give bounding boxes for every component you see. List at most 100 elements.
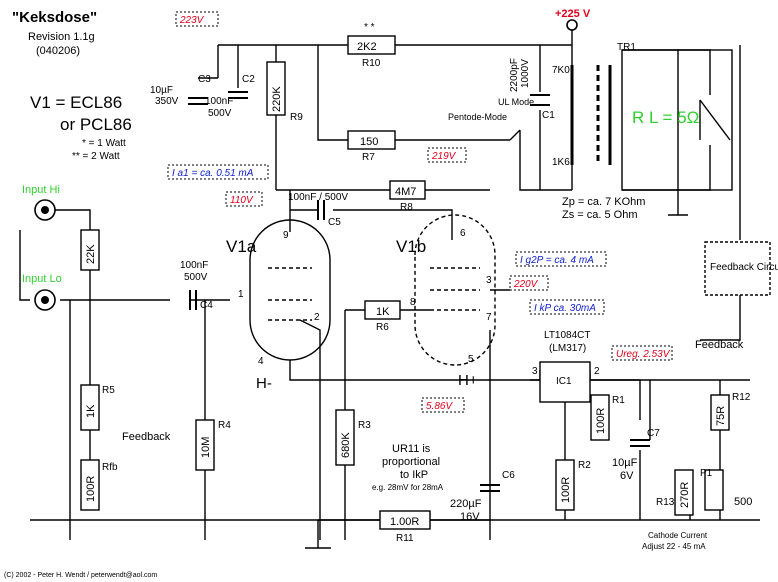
tr1-label: TR1	[617, 42, 636, 53]
c2-v: 500V	[208, 108, 232, 119]
p1-val: 500	[734, 496, 752, 508]
pin-7: 7	[486, 312, 492, 323]
current-ia: I a1 = ca. 0.51 mA	[172, 168, 254, 179]
cathode-note-1: Cathode Current	[648, 531, 708, 540]
r2-val: 100R	[560, 477, 572, 503]
c7-val: 10µF	[612, 457, 638, 469]
r4-ref: R4	[218, 420, 231, 431]
copyright: (C) 2002 - Peter H. Wendt / peterwendt@a…	[4, 572, 157, 579]
rfb-body	[80, 459, 100, 511]
r9-body	[266, 61, 286, 116]
c7-v: 6V	[620, 470, 634, 482]
r12-body	[710, 394, 730, 431]
c5-val: 100nF / 500V	[288, 192, 348, 203]
c1-val: 2200pF	[509, 58, 520, 92]
r5-body	[80, 384, 100, 431]
tap-7k0: 7K0	[552, 65, 570, 76]
pentode-mode: Pentode-Mode	[448, 112, 507, 122]
title: "Keksdose"	[12, 9, 97, 26]
ic-pin-3: 3	[532, 366, 538, 377]
r10-body	[347, 35, 396, 55]
c3-ref: C3	[198, 74, 211, 85]
tap-1k6: 1K6	[552, 157, 570, 168]
zp: Zp = ca. 7 KOhm	[562, 196, 645, 208]
c4-val: 100nF	[180, 260, 208, 271]
r6-body	[364, 300, 401, 320]
pin-4: 4	[258, 356, 264, 367]
note-2w: ** = 2 Watt	[72, 151, 120, 162]
rin-body	[80, 229, 100, 271]
pin-1: 1	[238, 289, 244, 300]
r9-val: 220K	[271, 86, 283, 112]
c6-plates	[480, 484, 500, 492]
ureg: Ureg. 2.53V	[616, 349, 671, 360]
date-code: (040206)	[36, 45, 80, 57]
pin-5: 5	[468, 354, 474, 365]
supply-terminal	[566, 19, 578, 31]
c4-plates	[189, 290, 197, 310]
tube-line1: V1 = ECL86	[30, 93, 122, 112]
load-box	[621, 49, 733, 191]
c4-ref: C4	[200, 300, 213, 311]
c5-plates	[317, 200, 325, 220]
v223: 223V	[179, 15, 205, 26]
r13-body	[674, 469, 694, 516]
c1-plates	[530, 94, 550, 106]
r6-val: 1K	[376, 306, 390, 318]
r7-val: 150	[360, 136, 378, 148]
note-ur11-4: e.g. 28mV for 28mA	[372, 483, 444, 492]
ic1-body	[539, 361, 591, 403]
c5-ref: C5	[328, 217, 341, 228]
note-ur11-2: proportional	[382, 456, 440, 468]
r13-val: 270R	[679, 482, 691, 508]
r12-val: 75R	[715, 406, 727, 426]
r10-ref: R10	[362, 58, 381, 69]
supply-label: +225 V	[555, 8, 591, 20]
c7-plates	[630, 439, 650, 447]
h-minus: H-	[256, 375, 272, 392]
c7-ref: C7	[647, 428, 660, 439]
note-ur11-3: to IkP	[400, 469, 428, 481]
r3-body	[335, 409, 355, 466]
zs: Zs = ca. 5 Ohm	[562, 209, 638, 221]
c4-v: 500V	[184, 272, 208, 283]
c6-ref: C6	[502, 470, 515, 481]
r8-val: 4M7	[395, 186, 416, 198]
v1b-label: V1b	[396, 237, 426, 256]
pin-9: 9	[283, 230, 289, 241]
v110: 110V	[230, 195, 254, 206]
ic-pin-2: 2	[594, 366, 600, 377]
note-1w: * = 1 Watt	[82, 138, 126, 149]
c6-v: 16V	[460, 511, 480, 523]
r6-ref: R6	[376, 322, 389, 333]
rin-val: 22K	[85, 244, 97, 264]
note-ur11-1: UR11 is	[392, 443, 431, 455]
r1-ref: R1	[612, 395, 625, 406]
rfb-val: 100R	[85, 476, 97, 502]
r10-star: * *	[364, 22, 375, 33]
r4-body	[195, 419, 215, 471]
pin-3: 3	[486, 275, 492, 286]
p1-ref: P1	[700, 468, 713, 479]
rfb-ref: Rfb	[102, 462, 118, 473]
r7-ref: R7	[362, 152, 375, 163]
r3-val: 680K	[340, 432, 352, 458]
h-plus: H+	[458, 372, 478, 389]
feedback-left: Feedback	[122, 431, 171, 443]
current-ik: I kP ca. 30mA	[534, 303, 596, 314]
current-ig2: I g2P = ca. 4 mA	[520, 255, 594, 266]
r11-val: 1.00R	[390, 516, 419, 528]
r8-ref: R8	[400, 202, 413, 213]
v220: 220V	[513, 279, 539, 290]
c1-v: 1000V	[520, 59, 531, 88]
r9-ref: R9	[290, 112, 303, 123]
c3-plates	[188, 97, 208, 105]
r1-val: 100R	[595, 408, 607, 434]
c6-val: 220µF	[450, 498, 482, 510]
p1-body	[704, 469, 724, 511]
pin-8: 8	[410, 297, 416, 308]
r8-body	[389, 180, 426, 200]
c2-plates	[228, 91, 248, 99]
c2-ref: C2	[242, 74, 255, 85]
